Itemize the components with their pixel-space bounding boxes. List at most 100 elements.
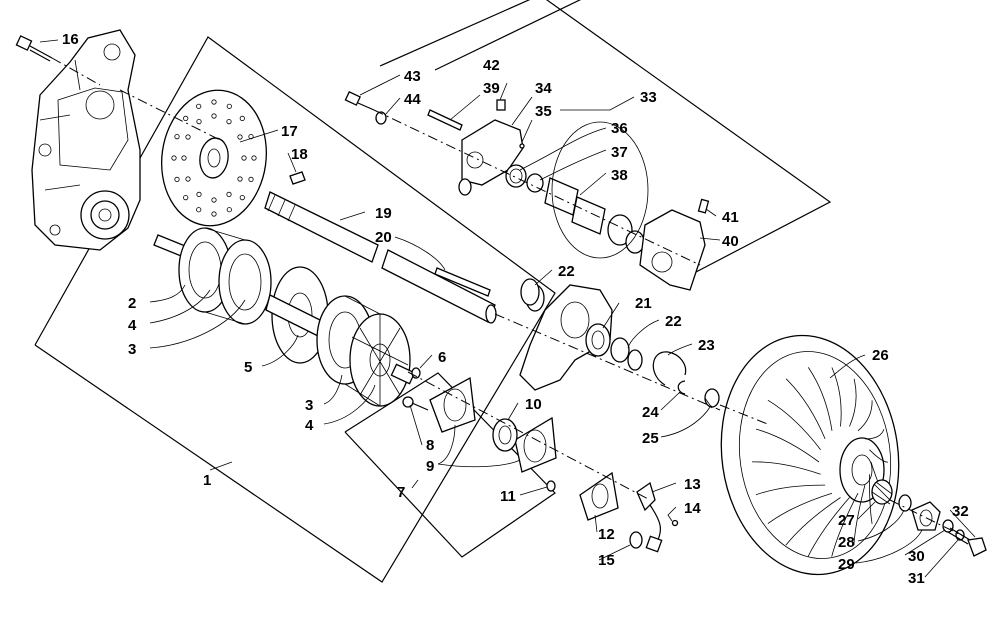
clutch-vane [864, 429, 885, 440]
callout-44: 44 [404, 91, 421, 108]
part-18-key [289, 171, 306, 185]
callout-30: 30 [908, 548, 925, 565]
disc-hole [183, 115, 189, 122]
callout-16: 16 [62, 31, 79, 48]
callout-2: 2 [128, 295, 136, 312]
callout-33: 33 [640, 89, 657, 106]
leader-lines [39, 39, 976, 578]
callout-10: 10 [525, 396, 542, 413]
disc-hole [239, 195, 245, 201]
disc-hole [237, 134, 243, 140]
disc-hole [183, 195, 189, 201]
part-36-seal [505, 164, 527, 188]
part-41-bleeder [697, 198, 710, 214]
callout-42: 42 [483, 57, 500, 74]
part-36-seal-b [607, 214, 645, 254]
callout-20: 20 [375, 229, 392, 246]
disc-hole [241, 155, 247, 161]
part-25-spacer [704, 388, 720, 409]
group-bracket-1 [34, 36, 556, 583]
callout-labels: 16 1 2 4 3 5 3 4 6 7 8 9 10 11 12 13 14 … [62, 31, 969, 587]
callout-19: 19 [375, 205, 392, 222]
clutch-vane [853, 485, 866, 546]
callout-4b: 4 [305, 417, 314, 434]
callout-35: 35 [535, 103, 552, 120]
clutch-vane [755, 428, 820, 463]
disc-hole [174, 176, 180, 182]
callout-15: 15 [598, 552, 615, 569]
disc-hole [181, 155, 187, 161]
callout-38: 38 [611, 167, 628, 184]
part-17-brake-disc [160, 89, 268, 227]
disc-hole [226, 103, 232, 109]
part-24-clip [677, 380, 686, 395]
part-39-pin [427, 109, 463, 131]
part-42-bleeder [496, 99, 506, 111]
part-32-bolt [947, 527, 987, 557]
callout-23: 23 [698, 337, 715, 354]
disc-hole [226, 191, 232, 197]
center-lines [51, 57, 966, 538]
callout-3: 3 [128, 341, 136, 358]
disc-hole [211, 197, 217, 203]
disc-hole [196, 191, 202, 197]
callout-40: 40 [722, 233, 739, 250]
disc-hole [196, 119, 202, 125]
disc-hole [211, 211, 217, 217]
part-29-nut [911, 501, 941, 531]
disc-hole [174, 134, 180, 140]
disc-hole [185, 134, 191, 140]
clutch-vane [807, 497, 850, 557]
callout-27: 27 [838, 512, 855, 529]
part-10-bearing [492, 418, 518, 452]
callout-31: 31 [908, 570, 925, 587]
disc-hole [171, 155, 177, 161]
part-22-bushing [520, 278, 545, 312]
brake-disc-holes [171, 99, 257, 217]
disc-hole [196, 103, 202, 109]
callout-34: 34 [535, 80, 552, 97]
part-15-nut [629, 531, 643, 549]
clutch-vane [831, 367, 842, 427]
disc-hole [226, 119, 232, 125]
part-13-sensor [636, 481, 663, 553]
callout-29: 29 [838, 556, 855, 573]
callout-41: 41 [722, 209, 739, 226]
clutch-vane [849, 378, 857, 427]
callout-12: 12 [598, 526, 615, 543]
disc-hole [226, 207, 232, 213]
part-44-washer [375, 111, 387, 125]
part-12-plate [579, 471, 619, 521]
part-11-nut [546, 480, 556, 492]
part-9-flange [429, 376, 476, 433]
clutch-vane [751, 461, 821, 475]
clutch-vane [767, 492, 833, 524]
callout-24: 24 [642, 404, 659, 421]
callout-17: 17 [281, 123, 298, 140]
part-21-bearing [585, 323, 611, 357]
drive-sprocket-assembly [153, 227, 416, 407]
callout-1: 1 [203, 472, 211, 489]
disc-hole [185, 176, 191, 182]
callout-21: 21 [635, 295, 652, 312]
callout-4: 4 [128, 317, 137, 334]
caliper-group-ellipse [551, 121, 649, 259]
disc-hole [196, 207, 202, 213]
callout-26: 26 [872, 347, 889, 364]
part-20-key [434, 267, 491, 297]
part-28-washer [898, 494, 912, 512]
callout-18: 18 [291, 146, 308, 163]
callout-39: 39 [483, 80, 500, 97]
part-16-bolt [15, 35, 53, 62]
part-14-screw [671, 519, 679, 527]
clutch-vane [869, 449, 889, 463]
bearing-housing [519, 284, 613, 391]
callout-13: 13 [684, 476, 701, 493]
callout-11: 11 [500, 488, 516, 505]
clutch-vane [767, 399, 821, 450]
callout-5: 5 [244, 359, 252, 376]
callout-25: 25 [642, 430, 659, 447]
clutch-vane [868, 474, 873, 524]
clutch-vane [857, 400, 873, 432]
